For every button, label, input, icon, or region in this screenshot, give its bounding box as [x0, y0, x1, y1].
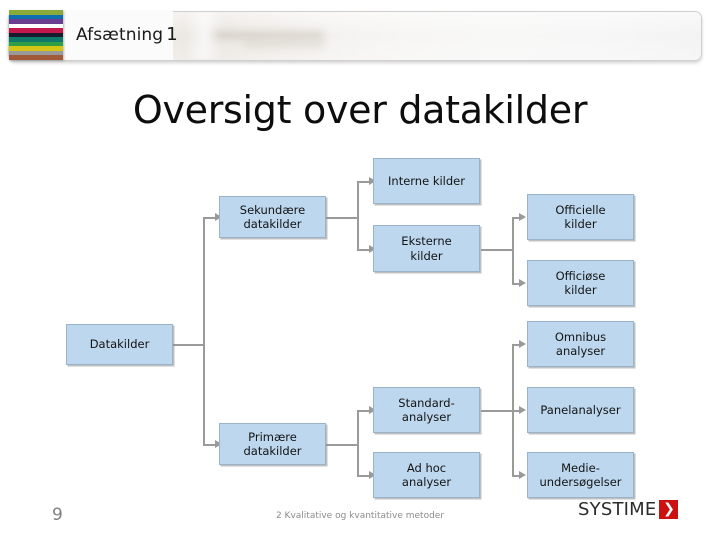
node-primaere-datakilder-label: Primære datakilder — [243, 429, 302, 458]
arrowhead-to-medieundersoegelser — [519, 471, 526, 479]
arrowhead-to-panelanalyser — [519, 406, 526, 414]
node-datakilder[interactable]: Datakilder — [66, 324, 173, 365]
connector-primaere-branch — [357, 410, 359, 476]
node-datakilder-label: Datakilder — [89, 337, 150, 352]
connector-eksterne-branch — [512, 217, 514, 283]
connector-sekundaere-stem — [326, 217, 358, 219]
node-medie-undersoegelser-label: Medie- undersøgelser — [539, 460, 622, 489]
node-officielle-kilder-label: Officielle kilder — [555, 202, 606, 231]
node-interne-kilder-label: Interne kilder — [388, 173, 465, 188]
node-panelanalyser[interactable]: Panelanalyser — [527, 387, 634, 433]
node-ad-hoc-analyser-label: Ad hoc analyser — [401, 460, 452, 489]
connector-to-officioese — [512, 283, 521, 285]
connector-to-eksterne — [357, 249, 371, 251]
stripe-10 — [9, 50, 63, 56]
page-title: Oversigt over datakilder — [132, 88, 588, 132]
chevron-right-icon: ❯ — [659, 500, 679, 519]
connector-datakilder-branch — [203, 217, 205, 445]
connector-to-primaere — [203, 444, 217, 446]
systime-logo: SYSTIME ❯ — [578, 499, 679, 520]
connector-to-standard — [357, 410, 371, 412]
header-background-blur — [214, 30, 324, 40]
connector-to-omnibus — [512, 344, 521, 346]
stripe-4 — [9, 23, 63, 29]
connector-to-officielle — [512, 217, 521, 219]
arrowhead-to-officielle — [519, 213, 526, 221]
arrowhead-to-standard — [369, 406, 376, 414]
arrowhead-to-officioese — [519, 279, 526, 287]
systime-wordmark: SYSTIME — [578, 499, 657, 520]
node-interne-kilder[interactable]: Interne kilder — [373, 158, 480, 204]
node-officioese-kilder-label: Officiøse kilder — [555, 268, 606, 297]
stripe-9 — [9, 46, 63, 51]
node-ad-hoc-analyser[interactable]: Ad hoc analyser — [373, 452, 480, 498]
stripe-3 — [9, 19, 63, 24]
node-sekundaere-datakilder-label: Sekundære datakilder — [239, 202, 306, 231]
page-number: 9 — [52, 505, 63, 525]
node-officielle-kilder[interactable]: Officielle kilder — [527, 194, 634, 240]
connector-to-interne — [357, 181, 371, 183]
arrowhead-to-adhoc — [369, 471, 376, 479]
node-standard-analyser[interactable]: Standard- analyser — [373, 387, 480, 433]
connector-datakilder-stem — [172, 344, 204, 346]
book-series-stripes-logo — [9, 10, 63, 61]
stripe-5 — [9, 28, 63, 33]
stripe-2 — [9, 14, 63, 20]
stripe-6 — [9, 32, 63, 38]
stripe-8 — [9, 41, 63, 47]
header-book-title-text: Afsætning — [76, 25, 164, 45]
header-background-blur — [244, 40, 324, 48]
stripe-7 — [9, 37, 63, 42]
arrowhead-to-omnibus — [519, 340, 526, 348]
arrowhead-to-primaere — [215, 440, 222, 448]
header-background-blur — [184, 12, 224, 60]
connector-primaere-stem — [326, 444, 358, 446]
connector-to-panelanalyser — [512, 410, 521, 412]
node-medie-undersoegelser[interactable]: Medie- undersøgelser — [527, 452, 634, 498]
node-omnibus-analyser-label: Omnibus analyser — [554, 329, 607, 358]
connector-sekundaere-branch — [357, 181, 359, 251]
connector-to-adhoc — [357, 475, 371, 477]
connector-eksterne-stem — [481, 249, 513, 251]
node-primaere-datakilder[interactable]: Primære datakilder — [219, 423, 326, 465]
arrowhead-to-sekundaere — [215, 213, 222, 221]
connector-to-medieundersoegelser — [512, 475, 521, 477]
connector-to-sekundaere — [203, 217, 217, 219]
connector-standard-stem — [481, 410, 513, 412]
node-standard-analyser-label: Standard- analyser — [398, 395, 455, 424]
node-omnibus-analyser[interactable]: Omnibus analyser — [527, 321, 634, 367]
arrowhead-to-interne — [369, 177, 376, 185]
stripe-11 — [9, 55, 63, 61]
node-eksterne-kilder[interactable]: Eksterne kilder — [373, 225, 480, 272]
node-eksterne-kilder-label: Eksterne kilder — [401, 234, 452, 263]
header-title-plate — [63, 10, 173, 60]
footer-chapter-text: 2 Kvalitative og kvantitative metoder — [275, 511, 445, 521]
node-sekundaere-datakilder[interactable]: Sekundære datakilder — [219, 196, 326, 238]
arrowhead-to-eksterne — [369, 245, 376, 253]
node-officioese-kilder[interactable]: Officiøse kilder — [527, 260, 634, 306]
stripe-1 — [9, 10, 63, 15]
node-panelanalyser-label: Panelanalyser — [540, 402, 621, 417]
header-book-number: 1 — [166, 24, 178, 45]
